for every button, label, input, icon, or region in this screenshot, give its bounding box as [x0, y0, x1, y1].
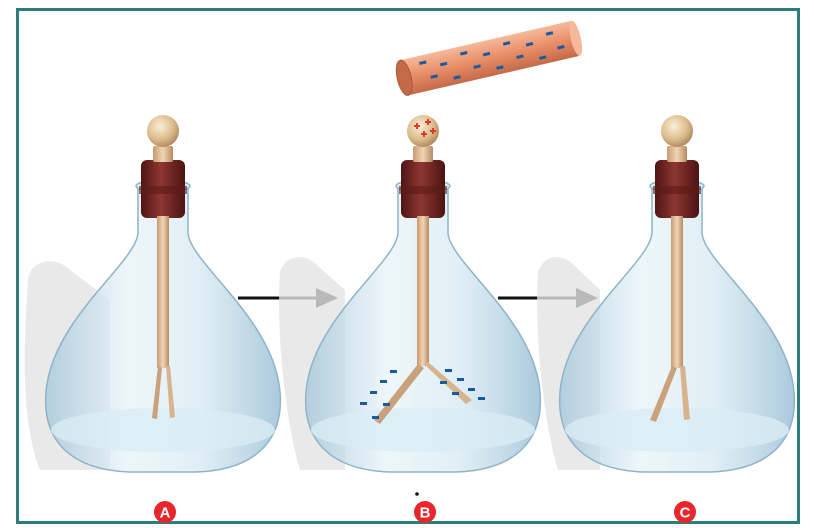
- badge-c: C: [674, 501, 696, 523]
- flask-a-base: [51, 408, 275, 452]
- flask-c-rod: [671, 216, 683, 368]
- charged-rod: [393, 20, 584, 97]
- flask-b-stopper-band: [399, 186, 447, 194]
- flask-c-knob: [661, 115, 693, 147]
- flask-a-stopper-band: [139, 186, 187, 194]
- flask-a-knob: [147, 115, 179, 147]
- flask-c-stopper-band: [653, 186, 701, 194]
- badge-a: A: [154, 501, 176, 523]
- flask-b-collar: [413, 146, 433, 162]
- badge-c-label: C: [680, 505, 691, 522]
- flask-b-base: [311, 408, 535, 452]
- flask-b: [279, 115, 540, 472]
- badge-b-label: B: [420, 505, 431, 522]
- flask-a-collar: [153, 146, 173, 162]
- flask-c: [537, 115, 794, 472]
- stray-dot: [415, 492, 419, 496]
- badge-b: B: [414, 501, 436, 523]
- flask-b-rod: [417, 216, 429, 366]
- badge-a-label: A: [160, 505, 171, 522]
- flask-a-rod: [157, 216, 169, 368]
- flask-c-collar: [667, 146, 687, 162]
- flask-a: [25, 115, 281, 472]
- charged-rod-body: [398, 20, 581, 96]
- flask-c-base: [565, 408, 789, 452]
